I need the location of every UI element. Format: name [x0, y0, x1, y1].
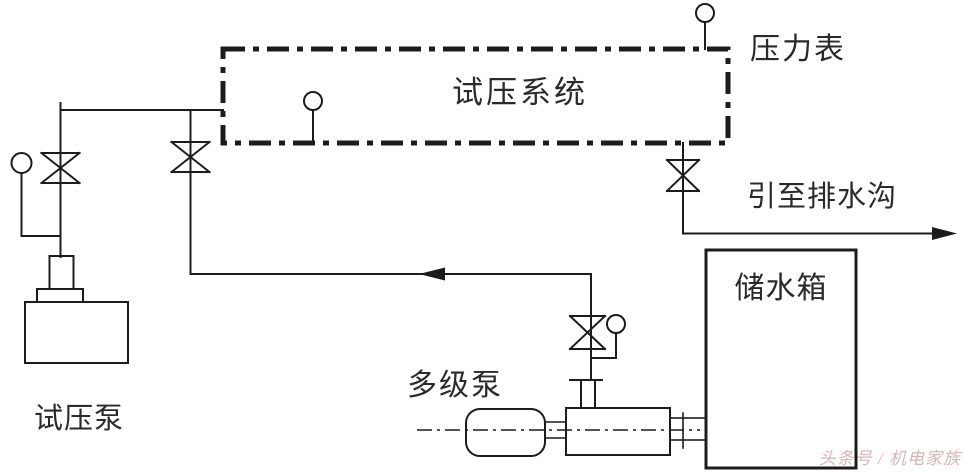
suction-line — [189, 267, 603, 409]
pressure-gauge-label: 压力表 — [750, 33, 846, 66]
pressure-gauge-multistage-icon — [590, 314, 626, 359]
flow-arrow-right — [932, 227, 957, 240]
pump-outlet-nozzle — [580, 379, 596, 409]
pressure-gauge-inside-icon — [303, 91, 323, 144]
pump-body — [565, 407, 671, 456]
water-tank-box — [704, 248, 858, 470]
multistage-pump-symbol — [417, 407, 707, 457]
multistage-pump-label: 多级泵 — [407, 369, 503, 402]
suction-nozzle — [669, 417, 707, 441]
system-label: 试压系统 — [452, 75, 588, 110]
valve-test-pump-icon — [40, 151, 81, 185]
drain-label: 引至排水沟 — [747, 181, 898, 213]
coupling-shaft — [544, 421, 567, 439]
flow-arrow-left — [419, 267, 445, 281]
system-boundary-box — [220, 46, 731, 146]
valve-drain-icon — [665, 158, 701, 193]
valve-pump-outlet-icon — [568, 314, 607, 351]
valve-middle-branch-icon — [170, 140, 211, 174]
pressure-gauge-test-pump-icon — [10, 152, 62, 237]
watermark: 头条号 / 机电家族 — [818, 449, 961, 468]
drain-line — [682, 142, 957, 240]
test-pump-symbol — [24, 255, 129, 364]
water-tank-label: 储水箱 — [734, 272, 828, 305]
test-pump-label: 试压泵 — [34, 403, 125, 435]
motor-symbol — [465, 408, 546, 457]
pressure-gauge-top-icon — [695, 3, 715, 50]
